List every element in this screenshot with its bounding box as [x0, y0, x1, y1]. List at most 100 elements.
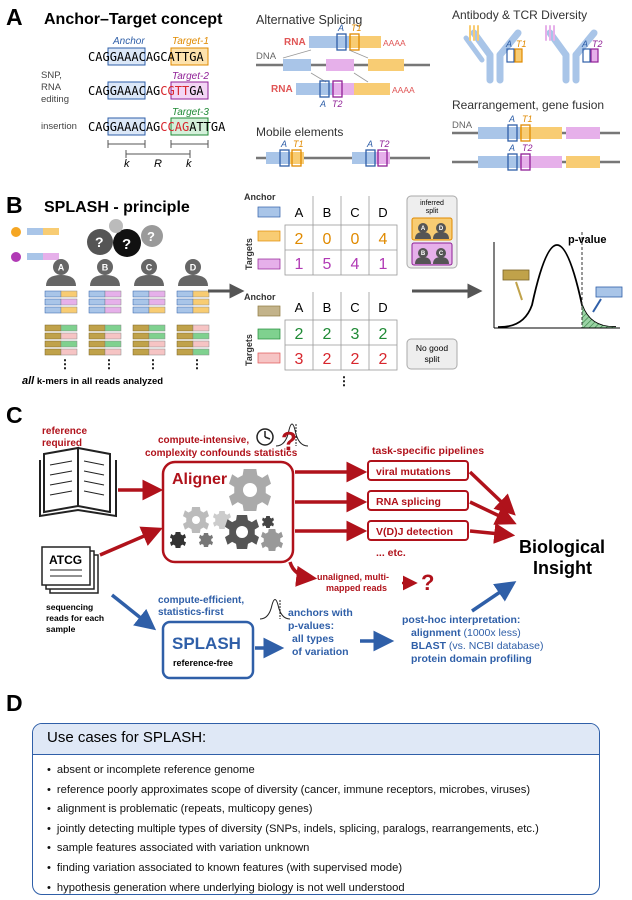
atcg-text: ATCG	[49, 553, 82, 567]
kmer-ellipsis: ⋮	[191, 357, 203, 371]
reads-to-aligner-arrow	[99, 526, 163, 557]
pvalue-label: p-value	[568, 234, 607, 246]
split-people: A D B C	[415, 223, 449, 264]
figure-canvas: A Anchor–Target concept Anchor Target-1 …	[6, 4, 623, 716]
ab2-t2	[590, 48, 599, 63]
rna2-polya: AAAA	[392, 85, 415, 95]
table-col-header: B	[323, 205, 332, 220]
seq1: CAGGAAACAGCATTGA	[88, 50, 204, 64]
pipeline-box-1	[367, 460, 469, 481]
kmer-anchor	[44, 332, 62, 340]
target2-label: Target-2	[172, 71, 209, 82]
rna2-exon-orange	[354, 83, 390, 95]
posthoc-item-1: alignment (1000x less)	[411, 627, 521, 639]
kmer-target	[192, 324, 210, 332]
rna1-a: A	[337, 23, 344, 33]
dna-exon-1	[283, 59, 311, 71]
ab1-anchor	[506, 48, 515, 63]
sample-person-d: D	[178, 259, 208, 286]
rearr1-orange	[520, 127, 562, 139]
mobile-a-1: A	[280, 139, 287, 149]
rna2-exon-pink	[332, 83, 354, 95]
reference-required-2: required	[42, 438, 82, 449]
rearr2-t2	[520, 153, 531, 171]
posthoc-item-3: protein domain profiling	[411, 653, 532, 665]
antibody-1	[463, 25, 522, 84]
sample-person-a: A	[46, 259, 76, 286]
use-cases-title: Use cases for SPLASH:	[47, 729, 207, 746]
ab1-t1	[514, 48, 523, 63]
use-cases-box: Use cases for SPLASH: absent or incomple…	[32, 723, 600, 895]
kmer-anchor	[176, 306, 194, 314]
compute-efficient-2: statistics-first	[158, 607, 224, 618]
svg-text:C: C	[439, 251, 444, 257]
table-cell: 1	[379, 256, 388, 273]
use-case-item: sample features associated with variatio…	[47, 839, 599, 859]
sample-person-b: B	[90, 259, 120, 286]
kmer-anchor	[44, 306, 62, 314]
sample-label: B	[102, 263, 109, 273]
seq3: CAGGAAACAGCCAGATTGA	[88, 120, 226, 134]
inferred-text-1: inferred	[420, 200, 444, 207]
svg-text:?: ?	[122, 236, 131, 253]
table-col-header: D	[378, 205, 387, 220]
kmer-anchor	[44, 340, 62, 348]
seq2: CAGGAAACAGCGTTGA	[88, 84, 204, 98]
pipeline-3: V(D)J detection	[376, 526, 453, 538]
use-case-item: hypothesis generation where underlying b…	[47, 879, 599, 894]
table-col-header: A	[295, 300, 304, 315]
rna1-polya: AAAA	[383, 38, 406, 48]
ab1-t1-label: T1	[516, 39, 527, 49]
kmer-target	[104, 306, 122, 314]
dna-exon-3	[368, 59, 404, 71]
rearr2-blue	[478, 156, 520, 168]
kmer-ellipsis: ⋮	[147, 357, 159, 371]
svg-text:D: D	[439, 226, 444, 232]
rna-label-2: RNA	[271, 84, 293, 95]
seq2-target-box	[170, 81, 209, 100]
kmer-anchor	[132, 348, 150, 356]
table-ellipsis: ⋮	[338, 374, 350, 388]
rna2-t2-label: T2	[332, 99, 343, 109]
antibody-2	[545, 25, 598, 84]
aligner-arrows	[288, 461, 517, 587]
panel-a-title: Anchor–Target concept	[44, 11, 223, 28]
kmer-target	[192, 340, 210, 348]
sample-label: D	[190, 263, 197, 273]
table-cell: 3	[351, 326, 360, 343]
kmer-anchor	[44, 324, 62, 332]
posthoc-title: post-hoc interpretation:	[402, 614, 520, 626]
table-cell: 1	[295, 256, 304, 273]
seq3-anchor-box	[107, 117, 146, 136]
use-cases-list: absent or incomplete reference genome re…	[33, 755, 599, 894]
table-1: Anchor Targets	[244, 192, 398, 276]
target3-label: Target-3	[172, 107, 209, 118]
aligner-label: Aligner	[172, 471, 227, 488]
rearr1-anchor	[507, 124, 518, 142]
kmer-anchor	[132, 306, 150, 314]
svg-text:Targets: Targets	[244, 334, 254, 366]
kmer-anchor	[176, 290, 194, 298]
kmer-anchor	[132, 340, 150, 348]
rearr2-orange	[566, 156, 600, 168]
table-cell: 0	[323, 231, 332, 248]
kmer-anchor	[176, 340, 194, 348]
rearr2-a: A	[508, 143, 515, 153]
reference-required-1: reference	[42, 426, 87, 437]
k-label-1: k	[124, 158, 130, 170]
split-person: B	[415, 248, 431, 264]
svg-text:Anchor: Anchor	[244, 192, 276, 202]
kmer-target	[148, 290, 166, 298]
question-icon: ?	[281, 426, 297, 456]
kmer-target	[104, 298, 122, 306]
unaligned-question: ?	[421, 570, 434, 595]
svg-text:A: A	[421, 226, 426, 232]
mobile-anchor-1	[279, 149, 290, 167]
R-label: R	[154, 158, 162, 170]
kmer-anchor	[132, 332, 150, 340]
rearr1-pink	[566, 127, 600, 139]
rna1-t1-label: T1	[351, 23, 362, 33]
seq-reads-3: sample	[46, 624, 76, 634]
sample-label: A	[58, 263, 65, 273]
anchors-with-4: of variation	[292, 646, 349, 658]
